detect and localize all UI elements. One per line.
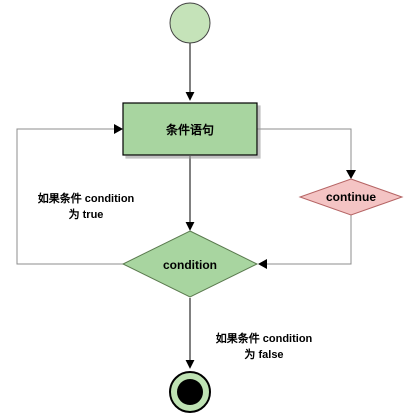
condition-node <box>121 230 259 298</box>
continue-node <box>298 178 404 216</box>
continue-label: continue <box>326 190 376 204</box>
end-node <box>169 371 211 413</box>
edge-statement-to-continue-arrowhead <box>346 170 356 179</box>
edge-condition-true-loop <box>16 128 124 265</box>
condition-label: condition <box>163 258 217 272</box>
true-condition-label-line1: 如果条件 condition <box>38 191 135 205</box>
statement-node <box>122 102 258 156</box>
edge-continue-to-condition <box>266 215 352 265</box>
edges <box>16 43 356 369</box>
edge-condition-true-arrowhead <box>114 124 123 134</box>
true-condition-label-line2: 为 true <box>69 207 104 221</box>
edge-statement-to-continue <box>257 128 352 171</box>
false-condition-label-line1: 如果条件 condition <box>216 331 313 345</box>
statement-label: 条件语句 <box>165 122 214 137</box>
edge-continue-to-condition-arrowhead <box>258 259 267 269</box>
start-node <box>169 2 211 44</box>
false-condition-label-line2: 为 false <box>244 347 283 361</box>
